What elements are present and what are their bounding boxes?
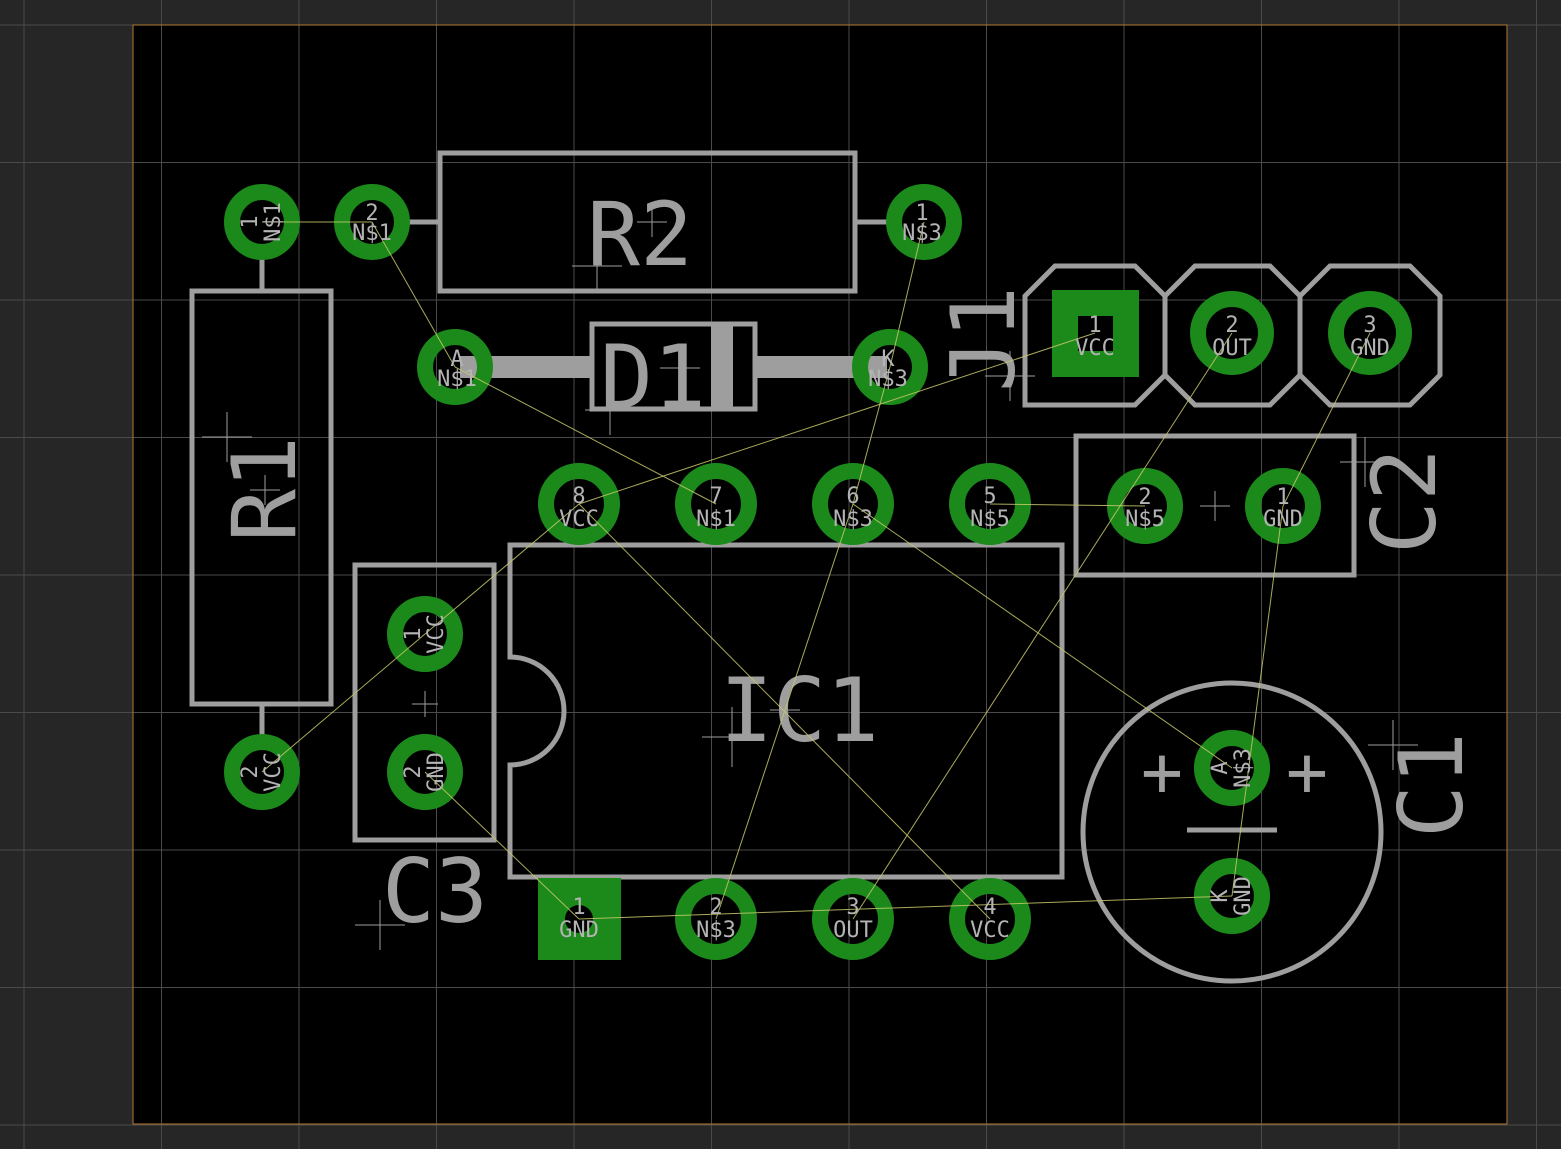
pad-ic1-8-net: VCC — [559, 507, 599, 532]
origin-markers — [202, 207, 1418, 950]
pad-d1-k[interactable] — [852, 329, 928, 405]
pad-ic1-6[interactable] — [812, 463, 894, 545]
c1-body — [1080, 680, 1384, 984]
pad-j1-3[interactable] — [1328, 291, 1412, 375]
pad-ic1-1-num: 1 — [572, 895, 585, 920]
label-r2: R2 — [587, 183, 693, 286]
pad-c3-1[interactable] — [387, 596, 463, 672]
pad-ic1-8[interactable] — [538, 463, 620, 545]
pad-c1-a-net: N$3 — [1231, 748, 1256, 788]
pad-r2-2-num: 2 — [365, 201, 378, 226]
pad-ic1-3[interactable] — [812, 878, 894, 960]
pad-ic1-5-net: N$5 — [970, 507, 1010, 532]
pad-c2-1[interactable] — [1245, 468, 1321, 544]
pad-d1-a-net: N$1 — [437, 367, 477, 392]
pad-ic1-2[interactable] — [675, 878, 757, 960]
pad-ic1-7-num: 7 — [709, 484, 722, 509]
pad-d1-a-num: A — [450, 347, 463, 372]
pad-ic1-6-net: N$3 — [833, 507, 873, 532]
pad-d1-a[interactable] — [417, 329, 493, 405]
label-j1: J1 — [932, 286, 1035, 392]
pad-ic1-3-net: OUT — [833, 918, 873, 943]
pad-c2-2-num: 2 — [1138, 485, 1151, 510]
pad-ic1-8-num: 8 — [572, 484, 585, 509]
pad-j1-2-num: 2 — [1225, 313, 1238, 338]
pad-r2-1-net: N$3 — [902, 221, 942, 246]
c1-plus-left: + — [1141, 731, 1183, 813]
pad-c1-k[interactable] — [1194, 858, 1270, 934]
pad-r1-2-num: 2 — [238, 765, 263, 778]
airwires — [261, 221, 1371, 920]
pad-labels: 1 N$1 2 VCC 2 N$1 1 N$3 A N$1 K N$3 1 VC… — [238, 201, 1390, 943]
label-c3: C3 — [382, 840, 488, 943]
pad-j1-3-net: GND — [1350, 336, 1390, 361]
board-outline — [132, 24, 1508, 1125]
label-c1: C1 — [1380, 732, 1483, 838]
label-d1: D1 — [600, 326, 706, 429]
pad-d1-k-num: K — [881, 347, 895, 372]
pad-ic1-4-net: VCC — [970, 918, 1010, 943]
pad-ic1-2-num: 2 — [709, 895, 722, 920]
pad-ic1-7-net: N$1 — [696, 507, 736, 532]
label-c2: C2 — [1353, 448, 1456, 554]
pad-c3-1-net: VCC — [424, 614, 449, 654]
pad-r1-1-net: N$1 — [261, 202, 286, 242]
pad-r2-1[interactable] — [886, 184, 962, 260]
pad-ic1-7[interactable] — [675, 463, 757, 545]
pad-j1-2-net: OUT — [1212, 336, 1252, 361]
pad-ic1-2-net: N$3 — [696, 918, 736, 943]
pad-j1-3-num: 3 — [1363, 313, 1376, 338]
pad-ic1-3-num: 3 — [846, 895, 859, 920]
c3-body — [352, 562, 497, 843]
pad-ic1-1-net: GND — [559, 918, 599, 943]
silkscreen-layer — [189, 150, 1443, 984]
pad-j1-1-net: VCC — [1075, 336, 1115, 361]
pad-r1-1-num: 1 — [238, 215, 263, 228]
pad-ic1-4[interactable] — [949, 878, 1031, 960]
pad-c3-2-num: 2 — [401, 765, 426, 778]
label-ic1: IC1 — [720, 659, 879, 762]
ic1-body — [507, 542, 1065, 880]
pad-c3-1-num: 1 — [401, 627, 426, 640]
pad-c1-a[interactable] — [1194, 730, 1270, 806]
pad-j1-2[interactable] — [1190, 291, 1274, 375]
pad-j1-1-num: 1 — [1088, 313, 1101, 338]
pad-c3-2-net: GND — [424, 752, 449, 792]
pad-r2-1-num: 1 — [915, 201, 928, 226]
pad-d1-k-net: N$3 — [868, 367, 908, 392]
pad-c1-k-num: K — [1208, 889, 1233, 903]
pad-c2-1-net: GND — [1263, 507, 1303, 532]
component-labels: R2 R1 D1 J1 C2 IC1 C1 C3 + + — [213, 183, 1483, 943]
j1-body — [1022, 263, 1443, 408]
pad-r2-2-net: N$1 — [352, 221, 392, 246]
copper-pads — [224, 184, 1412, 960]
c1-plus-right: + — [1286, 731, 1328, 813]
pad-c3-2[interactable] — [387, 734, 463, 810]
pad-c2-2-net: N$5 — [1125, 507, 1165, 532]
pad-ic1-5-num: 5 — [983, 484, 996, 509]
pad-c2-1-num: 1 — [1276, 485, 1289, 510]
pad-ic1-4-num: 4 — [983, 895, 996, 920]
pad-c1-k-net: GND — [1231, 876, 1256, 916]
pad-c1-a-num: A — [1208, 761, 1233, 774]
pad-ic1-6-num: 6 — [846, 484, 859, 509]
pad-r1-2-net: VCC — [261, 752, 286, 792]
pad-r1-2[interactable] — [224, 734, 300, 810]
label-r1: R1 — [213, 436, 316, 542]
